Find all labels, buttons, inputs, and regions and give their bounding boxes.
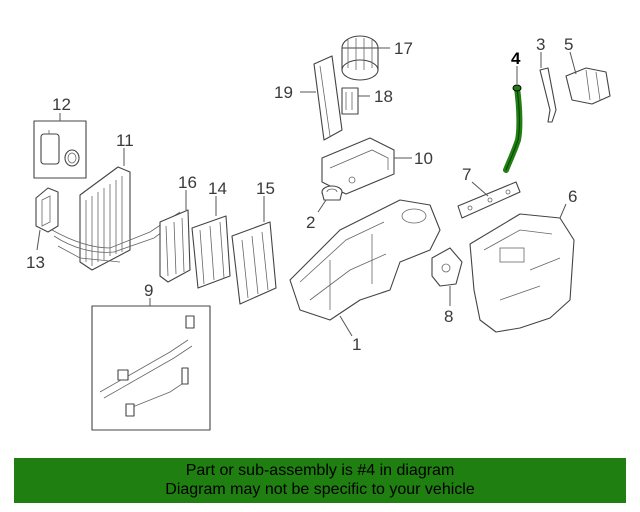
part-6-lower-case[interactable] — [469, 213, 575, 333]
part-3-drain-tube[interactable] — [539, 67, 557, 123]
callout-19: 19 — [274, 83, 293, 102]
callout-16: 16 — [178, 173, 197, 192]
refrigerant-lines — [51, 211, 185, 263]
callout-15: 15 — [256, 179, 275, 198]
callout-1: 1 — [352, 335, 361, 354]
leader-lines — [36, 47, 577, 337]
part-10-upper-housing[interactable] — [321, 137, 395, 195]
callout-17: 17 — [394, 39, 413, 58]
part-1-hvac-case[interactable] — [289, 199, 441, 321]
part-16-heater-core[interactable] — [159, 209, 191, 283]
part-19-air-duct[interactable] — [313, 55, 343, 141]
callout-4-highlighted: 4 — [511, 49, 521, 68]
banner-line-2: Diagram may not be specific to your vehi… — [165, 481, 475, 498]
callout-7: 7 — [462, 165, 471, 184]
part-4-drain-hose-highlighted[interactable] — [503, 84, 523, 173]
callout-5: 5 — [564, 35, 573, 54]
part-8-actuator[interactable] — [431, 247, 463, 287]
exploded-parts-diagram: 12 11 13 16 14 15 9 19 17 18 10 2 1 8 7 … — [26, 35, 611, 431]
callout-2: 2 — [306, 213, 315, 232]
callout-14: 14 — [208, 179, 227, 198]
part-15-filter-frame[interactable] — [231, 221, 277, 305]
part-13-bracket[interactable] — [35, 187, 59, 233]
callout-9: 9 — [144, 281, 153, 300]
callout-8: 8 — [444, 307, 453, 326]
part-14-filter[interactable] — [191, 215, 231, 289]
callout-10: 10 — [414, 149, 433, 168]
callout-12: 12 — [52, 95, 71, 114]
part-info-banner: Part or sub-assembly is #4 in diagram Di… — [14, 458, 626, 503]
banner-line-1: Part or sub-assembly is #4 in diagram — [185, 462, 455, 479]
callout-11: 11 — [116, 131, 134, 150]
callout-6: 6 — [568, 187, 577, 206]
part-5-connector[interactable] — [565, 67, 611, 105]
callout-13: 13 — [26, 253, 45, 272]
part-9-wire-harness-group[interactable] — [91, 305, 211, 431]
part-2-grommet[interactable] — [321, 185, 343, 201]
callout-3: 3 — [536, 35, 545, 54]
part-7-bracket[interactable] — [457, 181, 521, 219]
part-11-evaporator[interactable] — [79, 166, 131, 271]
callout-labels: 12 11 13 16 14 15 9 19 17 18 10 2 1 8 7 … — [26, 35, 577, 354]
part-17-blower-motor[interactable] — [341, 35, 379, 81]
part-18-blower-resistor[interactable] — [341, 87, 359, 115]
part-12-valve-group[interactable] — [33, 120, 87, 179]
callout-18: 18 — [374, 87, 393, 106]
